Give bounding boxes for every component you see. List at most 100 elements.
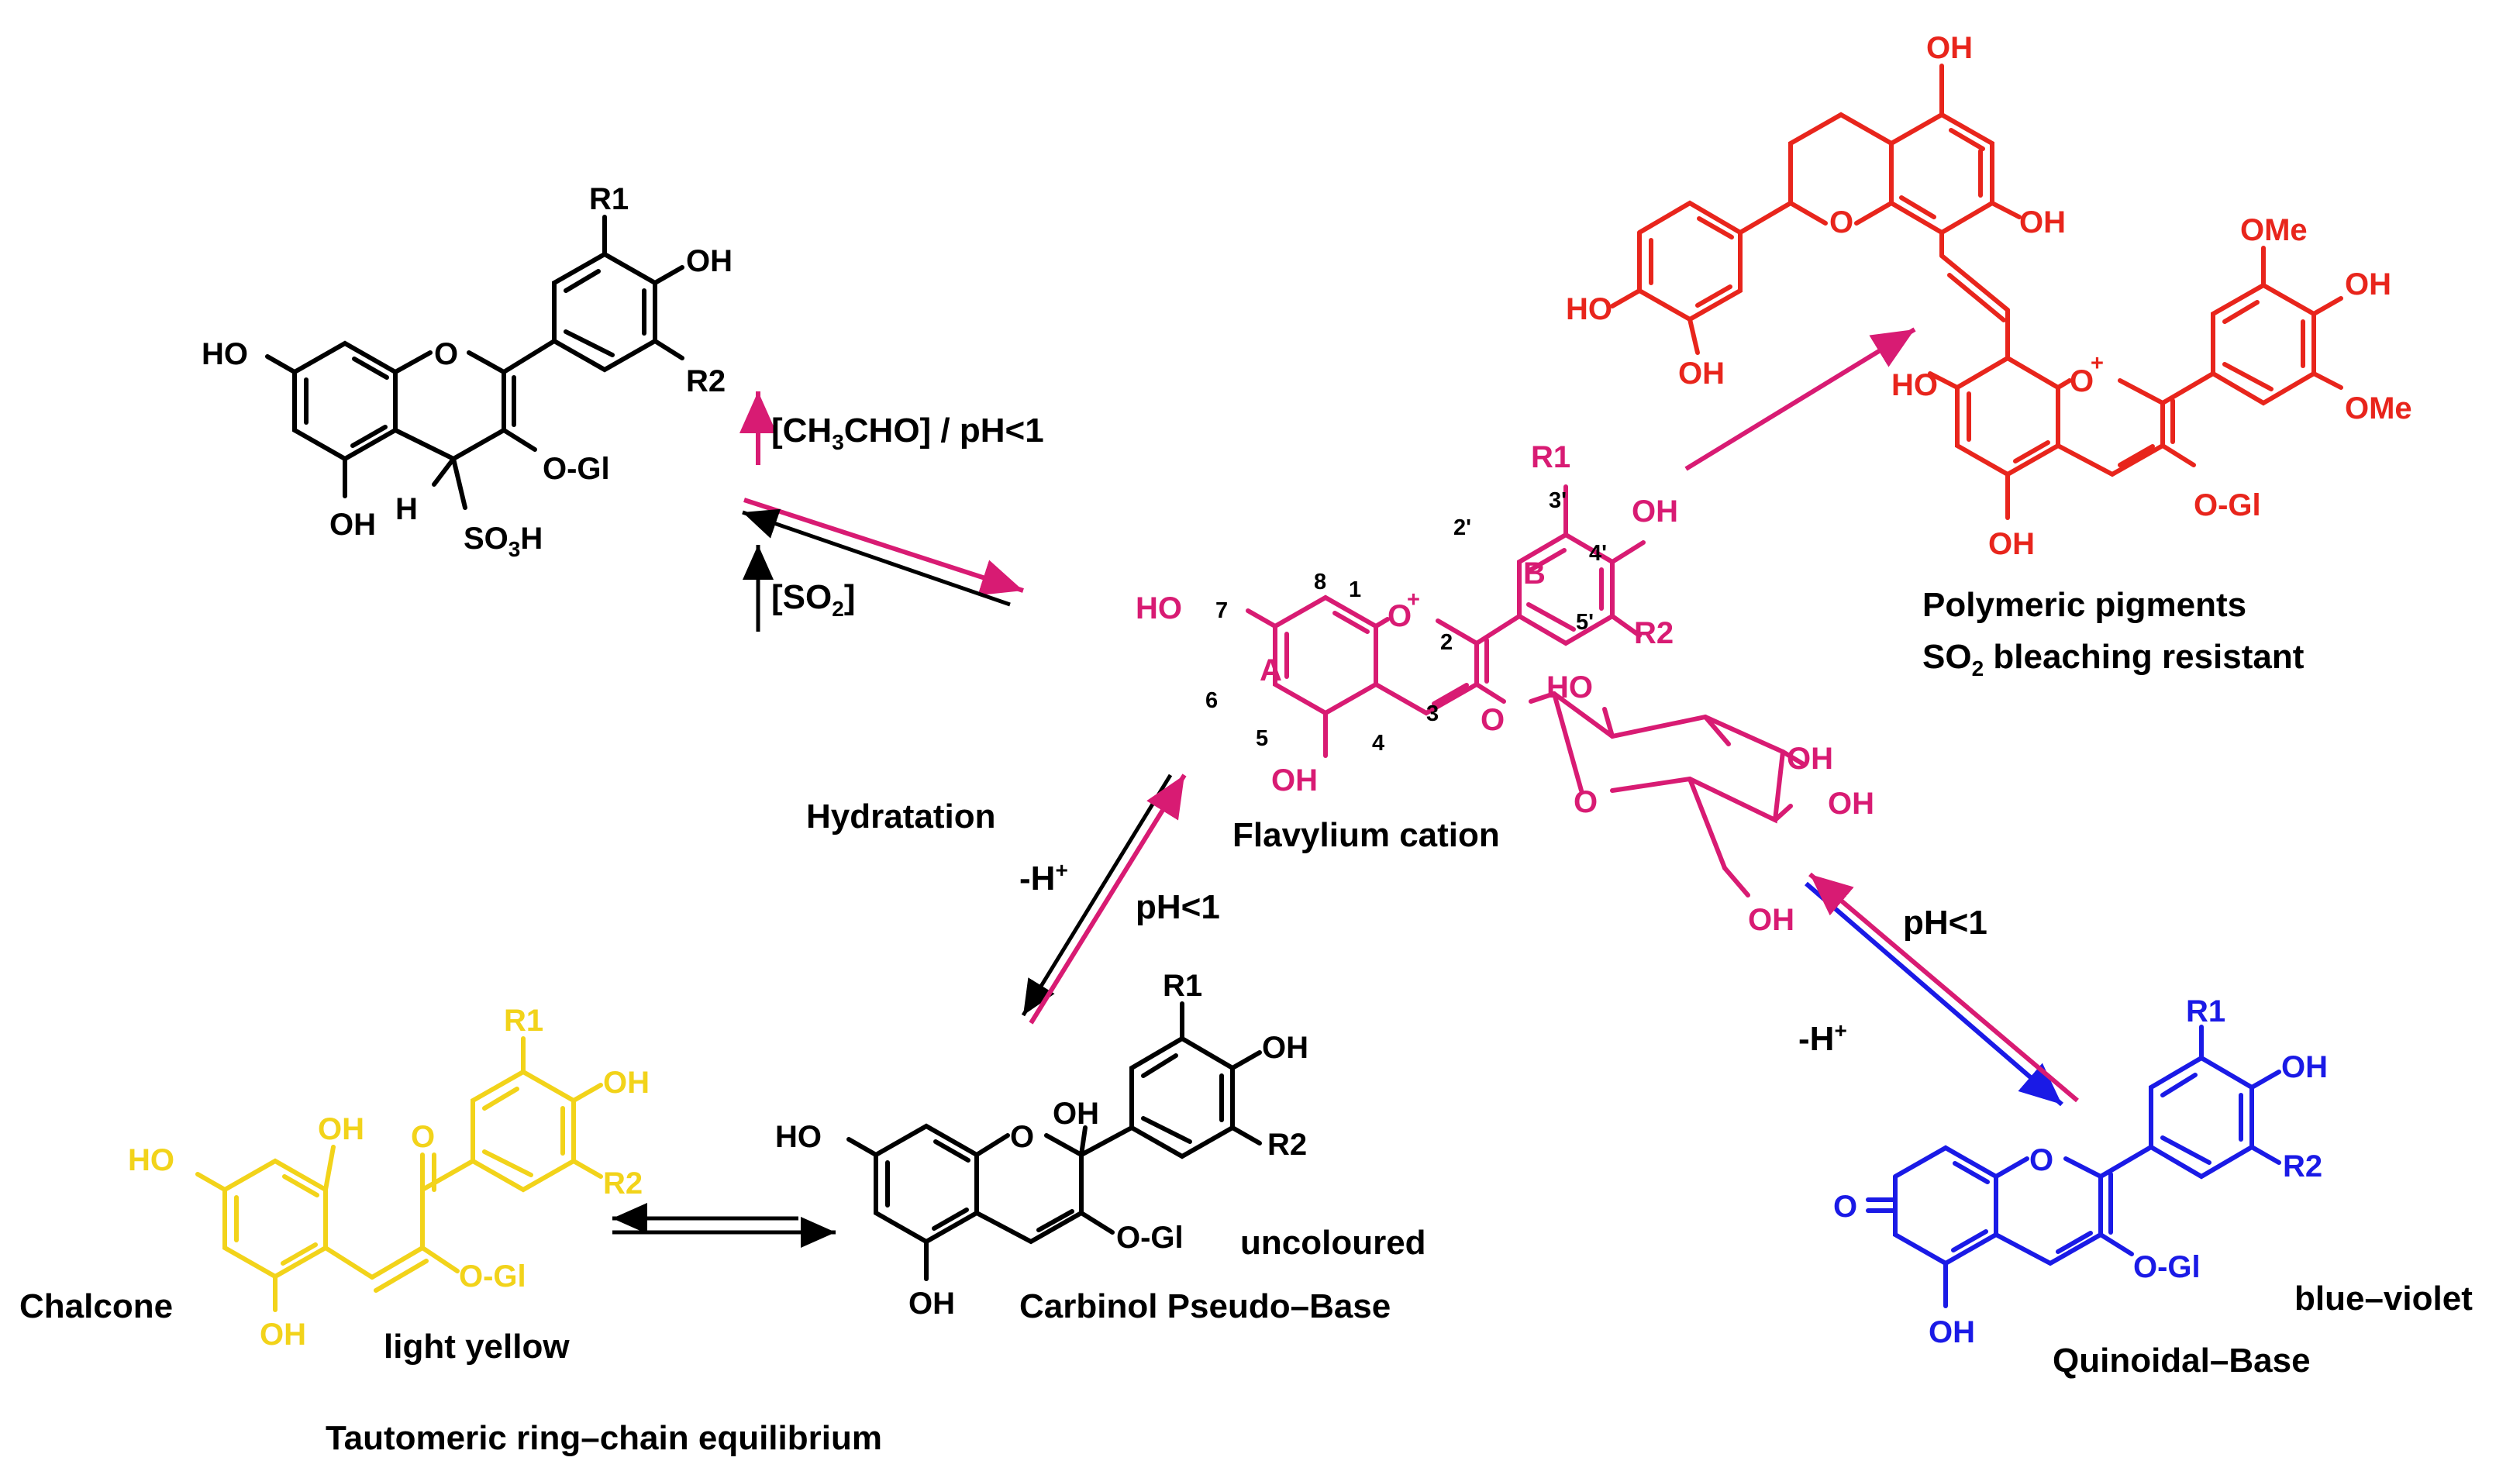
poly-oh-flavan: OH (2019, 205, 2066, 239)
flavylium-plus: + (1407, 587, 1420, 612)
poly-oh-top: OH (1926, 31, 1973, 65)
arrow-to-quinoidal (1805, 881, 2063, 1107)
poly-oh-b: OH (2345, 267, 2391, 301)
chalcone-oh-top: OH (318, 1112, 364, 1146)
bisulfite-r2: R2 (686, 364, 726, 398)
carbinol-oh-c2: OH (1053, 1097, 1099, 1131)
quinoidal-structure (1866, 1025, 2281, 1308)
chalcone-structure (195, 1036, 603, 1312)
chalcone-colour-label: light yellow (384, 1328, 570, 1366)
carbinol-colour-label: uncoloured (1240, 1224, 1426, 1262)
carbinol-labels: HO O OH R1 OH R2 O-Gl OH (775, 969, 1308, 1321)
carbinol-r2: R2 (1267, 1128, 1307, 1162)
polymeric-pigment-labels: OH O OH HO OH OMe OH OMe HO O + O-Gl OH (1566, 31, 2412, 561)
carbinol-structure (846, 1001, 1262, 1281)
poly-ho-a: HO (1891, 368, 1938, 402)
pos-2: 2 (1440, 630, 1453, 655)
quinoidal-labels: O O R1 OH R2 O-Gl OH (1833, 994, 2328, 1349)
poly-ogl: O-Gl (2194, 488, 2261, 522)
polymeric-caption-1: Polymeric pigments (1922, 586, 2246, 624)
flavylium-r2: R2 (1634, 616, 1674, 650)
poly-ome-2: OMe (2345, 391, 2412, 425)
poly-oh-bottom: OH (1988, 527, 2035, 561)
flavylium-caption: Flavylium cation (1232, 816, 1500, 854)
flavylium-labels: HO O + A B OH R1 OH R2 O HO OH O OH OH (1136, 440, 1874, 937)
flavylium-sugar-oh3: OH (1748, 903, 1794, 937)
minus-h-quinoidal-label: -H+ (1798, 1018, 1847, 1058)
pos-2p: 2' (1453, 515, 1471, 540)
pos-5p: 5' (1576, 610, 1594, 635)
carbinol-oh-bottom: OH (908, 1287, 955, 1321)
bisulfite-h: H (395, 492, 418, 526)
arrow-to-flavylium-from-carbinol (1029, 773, 1187, 1025)
polymeric-caption-2: SO2 bleaching resistant (1922, 638, 2305, 680)
quinoidal-r2: R2 (2283, 1149, 2322, 1183)
chalcone-ogl: O-Gl (459, 1259, 526, 1294)
bisulfite-adduct-labels: HO O R1 OH R2 O-Gl OH H SO3H (202, 182, 733, 561)
flavylium-sugar-oh2: OH (1828, 787, 1874, 821)
chalcone-ho: HO (128, 1143, 174, 1177)
flavylium-o-plus: O (1388, 599, 1412, 633)
flavylium-sugar-ho: HO (1546, 670, 1593, 705)
chalcone-caption: Chalcone (19, 1287, 173, 1325)
bisulfite-oh-bottom: OH (329, 508, 376, 542)
pos-5: 5 (1256, 726, 1268, 751)
flavylium-r1: R1 (1531, 440, 1570, 474)
quinoidal-oh-top: OH (2281, 1050, 2328, 1084)
pos-3: 3 (1426, 701, 1439, 726)
arrow-to-flavylium-from-quinoidal (1808, 872, 2079, 1103)
carbinol-o: O (1010, 1120, 1034, 1154)
carbinol-ogl: O-Gl (1116, 1221, 1184, 1255)
chalcone-oh-bottom: OH (260, 1318, 306, 1352)
bisulfite-so3h: SO3H (464, 522, 543, 561)
polymeric-pigment-structure (1610, 64, 2343, 520)
bisulfite-ogl: O-Gl (543, 452, 610, 486)
arrow-to-polymeric (1684, 327, 1916, 471)
quinoidal-o-ring: O (2029, 1143, 2053, 1177)
carbinol-oh-top: OH (1262, 1031, 1308, 1065)
flavylium-sugar-oh1: OH (1787, 742, 1833, 776)
arrow-to-flavylium (743, 498, 1024, 596)
ph1-carbinol-label: pH<1 (1136, 888, 1220, 926)
poly-ome-1: OMe (2240, 213, 2308, 247)
flavylium-ring-b: B (1523, 556, 1546, 591)
bisulfite-o: O (434, 337, 458, 371)
chalcone-o: O (411, 1120, 435, 1154)
quinoidal-caption: Quinoidal–Base (2053, 1342, 2311, 1380)
quinoidal-ogl: O-Gl (2133, 1250, 2201, 1284)
quinoidal-o-keto: O (1833, 1190, 1857, 1224)
chalcone-r1: R1 (504, 1004, 543, 1038)
poly-o-plus: O (2070, 364, 2094, 398)
minus-h-label: -H+ (1019, 858, 1068, 897)
bisulfite-oh: OH (686, 244, 733, 278)
poly-plus: + (2091, 351, 2104, 376)
pos-8: 8 (1314, 570, 1326, 594)
quinoidal-colour-label: blue–violet (2294, 1280, 2473, 1318)
flavylium-o-link: O (1481, 703, 1505, 737)
chalcone-labels: HO OH OH O O-Gl R1 OH R2 (128, 1004, 650, 1352)
poly-oh-catechol: OH (1678, 357, 1725, 391)
flavylium-sugar-o: O (1574, 785, 1598, 819)
flavylium-numbering: 7 8 1 2 3 4 5 6 2' 3' 4' 5' (1205, 488, 1607, 756)
pos-1: 1 (1349, 577, 1361, 602)
pos-4p: 4' (1589, 541, 1607, 566)
bisulfite-adduct-structure (265, 215, 684, 510)
pos-3p: 3' (1549, 488, 1567, 513)
carbinol-caption: Carbinol Pseudo–Base (1019, 1287, 1391, 1325)
chalcone-oh-ring: OH (603, 1066, 650, 1100)
bisulfite-r1: R1 (589, 182, 629, 216)
pos-4: 4 (1372, 731, 1384, 756)
pos-6: 6 (1205, 688, 1218, 713)
ph1-quinoidal-label: pH<1 (1903, 904, 1987, 942)
flavylium-cation-structure (1246, 484, 1805, 897)
quinoidal-oh-bottom: OH (1929, 1315, 1975, 1349)
arrow-to-bisulfite (742, 508, 1011, 607)
chalcone-r2: R2 (603, 1166, 643, 1201)
poly-o-flavan: O (1829, 205, 1853, 239)
flavylium-oh-4p: OH (1632, 494, 1678, 529)
poly-ho-catechol: HO (1566, 292, 1612, 326)
pos-7: 7 (1215, 598, 1228, 623)
arrow-to-carbinol (1021, 773, 1173, 1017)
acetaldehyde-condition: [CH3CHO] / pH<1 (771, 412, 1044, 454)
